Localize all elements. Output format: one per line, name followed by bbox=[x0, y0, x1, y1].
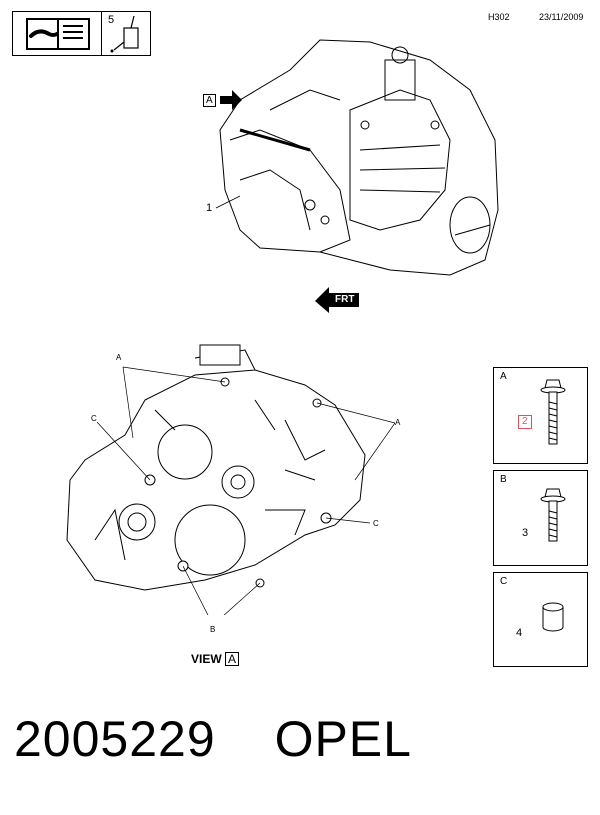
arrow-right-icon bbox=[220, 90, 243, 110]
label-b: B bbox=[210, 625, 216, 634]
brand-name: OPEL bbox=[274, 711, 412, 767]
page-date: 23/11/2009 bbox=[539, 12, 584, 22]
manual-ref-box: 5 bbox=[101, 11, 151, 56]
view-a-caption: VIEW A bbox=[191, 652, 240, 666]
detail-box-a: A 2 bbox=[493, 367, 588, 464]
view-a-marker: A bbox=[203, 90, 243, 110]
front-arrow-icon bbox=[315, 287, 359, 313]
front-label: FRT bbox=[335, 294, 355, 305]
front-direction-marker: FRT bbox=[313, 285, 363, 315]
manual-page-number: 5 bbox=[108, 14, 115, 26]
detail-box-c: C 4 bbox=[493, 572, 588, 667]
label-c-left: C bbox=[91, 414, 97, 423]
part-code: 2005229 bbox=[14, 711, 216, 767]
housing-view-a-drawing bbox=[66, 344, 395, 615]
detail-box-c-letter: C bbox=[500, 576, 508, 587]
footer: 2005229 OPEL bbox=[14, 710, 412, 768]
label-c-right: C bbox=[373, 519, 379, 528]
transmission-assembly-drawing bbox=[219, 39, 499, 276]
detail-box-b-letter: B bbox=[500, 474, 507, 485]
callout-1-leader bbox=[215, 195, 241, 209]
callout-1: 1 bbox=[206, 202, 213, 214]
view-caption-letter: A bbox=[225, 652, 240, 666]
view-caption-prefix: VIEW bbox=[191, 652, 222, 666]
manual-book-icon-box bbox=[12, 11, 102, 56]
bolt-flange-short-icon bbox=[540, 488, 566, 542]
open-book-wrench-icon bbox=[26, 18, 90, 50]
part-number-3: 3 bbox=[522, 527, 529, 539]
label-a-left: A bbox=[116, 353, 122, 362]
label-a-right: A bbox=[395, 418, 401, 427]
part-number-2: 2 bbox=[518, 415, 532, 429]
dowel-sleeve-icon bbox=[542, 602, 564, 632]
view-a-marker-letter: A bbox=[203, 93, 216, 107]
oil-can-icon bbox=[110, 15, 139, 53]
detail-box-b: B 3 bbox=[493, 470, 588, 566]
page-code: H302 bbox=[488, 12, 510, 22]
bolt-flange-long-icon bbox=[540, 379, 566, 445]
detail-box-a-letter: A bbox=[500, 371, 507, 382]
part-number-4: 4 bbox=[516, 627, 523, 639]
